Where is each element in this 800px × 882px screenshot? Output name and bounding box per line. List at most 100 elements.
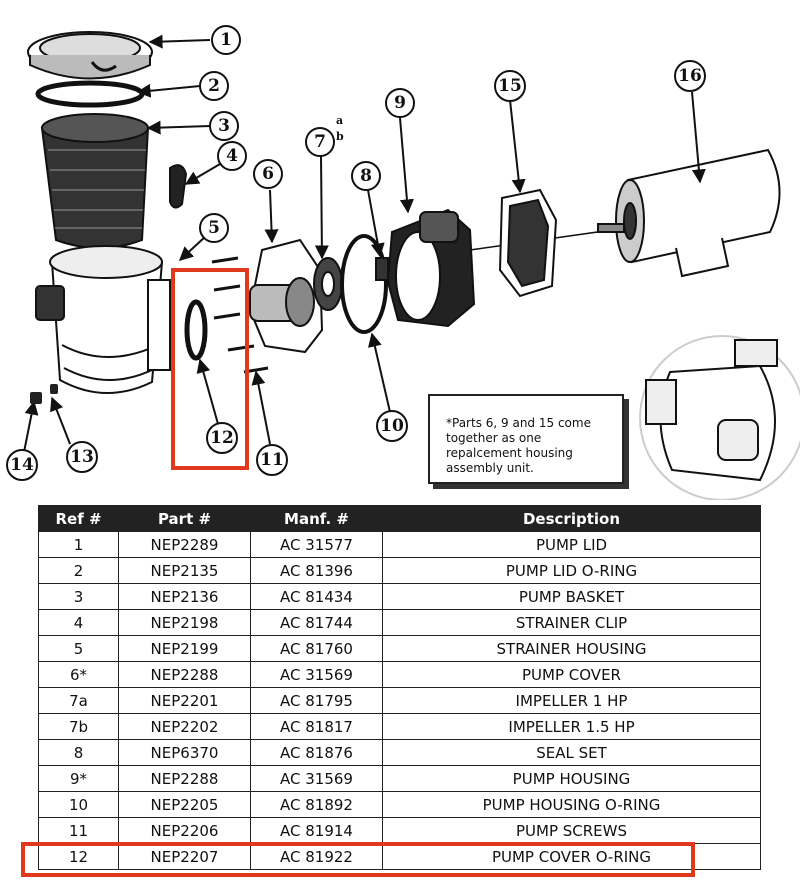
assembly-note: *Parts 6, 9 and 15 come together as one …: [428, 394, 624, 484]
callout-7-a: a: [336, 114, 343, 127]
header-description: Description: [382, 505, 761, 532]
cell-description: PUMP HOUSING O-RING: [382, 791, 761, 818]
callout-9: 9: [394, 93, 406, 113]
pump-screws-drawing: [211, 256, 269, 374]
assembled-housing-inset: [639, 335, 800, 500]
lid-o-ring-drawing: [35, 80, 145, 108]
pump-cover-drawing: [248, 238, 324, 354]
cell-ref: 1: [38, 531, 119, 558]
callout-13: 13: [70, 447, 94, 467]
header-manf: Manf. #: [250, 505, 383, 532]
cell-part: NEP2135: [118, 557, 251, 584]
callout-circles: [6, 25, 706, 481]
cell-manf: AC 81434: [250, 583, 383, 610]
pump-housing-drawing: [386, 208, 476, 328]
seal-set-drawing: [375, 257, 389, 281]
cell-ref: 5: [38, 635, 119, 662]
cell-manf: AC 81744: [250, 609, 383, 636]
cell-ref: 7a: [38, 687, 119, 714]
cell-ref: 7b: [38, 713, 119, 740]
callout-14: 14: [10, 455, 34, 475]
cell-description: STRAINER CLIP: [382, 609, 761, 636]
header-ref: Ref #: [38, 505, 119, 532]
cell-ref: 2: [38, 557, 119, 584]
callout-12: 12: [210, 428, 234, 448]
cell-description: PUMP SCREWS: [382, 817, 761, 844]
cell-ref: 4: [38, 609, 119, 636]
cell-ref: 3: [38, 583, 119, 610]
cell-part: NEP2288: [118, 765, 251, 792]
table-header-row: Ref # Part # Manf. # Description: [38, 505, 761, 532]
callout-7: 7: [314, 132, 326, 152]
cell-part: NEP2206: [118, 817, 251, 844]
callout-6: 6: [262, 164, 274, 184]
pump-housing-o-ring-drawing: [340, 234, 388, 334]
motor-drawing: [597, 148, 781, 278]
cell-description: STRAINER HOUSING: [382, 635, 761, 662]
cell-part: NEP2202: [118, 713, 251, 740]
cell-ref: 10: [38, 791, 119, 818]
cell-ref: 6*: [38, 661, 119, 688]
callout-5: 5: [208, 218, 220, 238]
cell-description: SEAL SET: [382, 739, 761, 766]
cell-manf: AC 81817: [250, 713, 383, 740]
cell-manf: AC 81760: [250, 635, 383, 662]
pump-lid-drawing: [27, 31, 153, 80]
cell-manf: AC 81795: [250, 687, 383, 714]
callout-10: 10: [380, 416, 404, 436]
cell-description: IMPELLER 1 HP: [382, 687, 761, 714]
cell-manf: AC 31569: [250, 661, 383, 688]
callout-1: 1: [220, 30, 232, 50]
cell-description: IMPELLER 1.5 HP: [382, 713, 761, 740]
callout-3: 3: [218, 116, 230, 136]
part-12-highlight-box: [171, 268, 249, 470]
callout-8: 8: [360, 166, 372, 186]
cell-manf: AC 81892: [250, 791, 383, 818]
cell-manf: AC 81876: [250, 739, 383, 766]
cell-manf: AC 31577: [250, 531, 383, 558]
cell-manf: AC 81396: [250, 557, 383, 584]
cell-part: NEP2205: [118, 791, 251, 818]
cell-part: NEP2201: [118, 687, 251, 714]
cell-description: PUMP BASKET: [382, 583, 761, 610]
pump-cover-o-ring-drawing: [184, 299, 208, 361]
pump-basket-drawing: [40, 113, 150, 249]
drain-plugs-drawing: [30, 384, 58, 404]
cell-part: NEP2288: [118, 661, 251, 688]
callout-11: 11: [260, 450, 284, 470]
cell-description: PUMP LID: [382, 531, 761, 558]
cell-ref: 8: [38, 739, 119, 766]
cell-ref: 9*: [38, 765, 119, 792]
callout-numbers: 1 2 3 4 5 6 7 a b 8 9 10 11 12 13 14 15 …: [10, 30, 702, 475]
exploded-parts-diagram: 1 2 3 4 5 6 7 a b 8 9 10 11 12 13 14 15 …: [6, 25, 800, 500]
cell-part: NEP2198: [118, 609, 251, 636]
callout-16: 16: [678, 66, 702, 86]
callout-2: 2: [208, 76, 220, 96]
cell-part: NEP2199: [118, 635, 251, 662]
cell-manf: AC 81914: [250, 817, 383, 844]
callout-7-b: b: [336, 130, 344, 143]
cell-part: NEP2207: [118, 843, 251, 870]
cell-part: NEP6370: [118, 739, 251, 766]
callout-15: 15: [498, 76, 522, 96]
cell-part: NEP2136: [118, 583, 251, 610]
cell-manf: AC 81922: [250, 843, 383, 870]
cell-part: NEP2289: [118, 531, 251, 558]
cell-ref: 11: [38, 817, 119, 844]
impeller-drawing: [313, 257, 343, 311]
cell-ref: 12: [38, 843, 119, 870]
strainer-clip-drawing: [169, 164, 188, 209]
